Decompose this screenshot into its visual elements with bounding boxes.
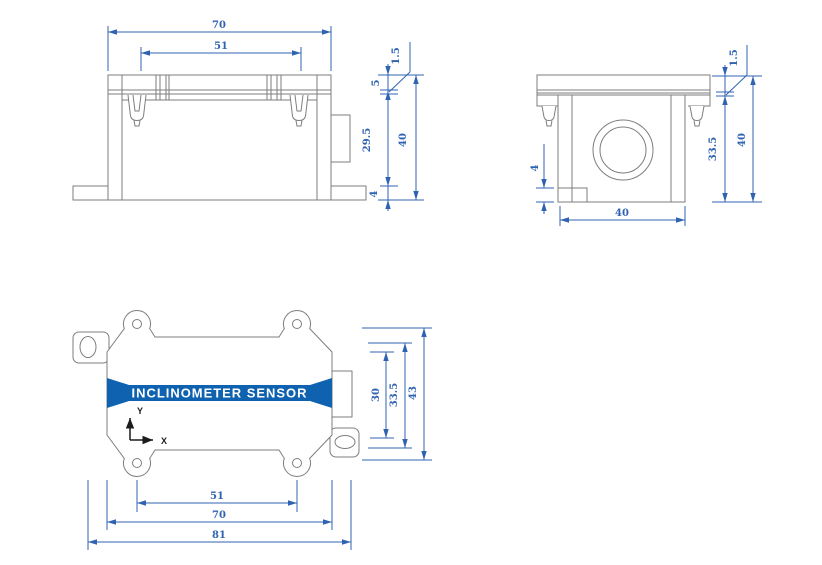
dim-label-top-body-length: 70 [212,510,226,521]
dim-label-top-overall-length: 81 [212,530,226,541]
dim-front-height-column: 1.5 5 29.5 4 40 [362,42,424,211]
dim-top-hole-span: 51 [136,480,298,512]
dim-label-side-width: 40 [615,208,629,219]
dim-label-front-foot-height: 4 [369,190,380,197]
dim-side-height-column: 1.5 33.5 40 [708,45,762,203]
side-lug-right [688,95,711,107]
front-clip-left [127,94,147,127]
dim-label-side-overall-height: 40 [737,133,748,147]
dim-top-body-length: 70 [106,480,333,530]
product-label: INCLINOMETER SENSOR [132,386,308,401]
dim-label-front-lid-height: 5 [371,79,382,86]
top-mount-hole-tr [292,319,302,329]
dim-label-front-overall-height: 40 [398,133,409,147]
axis-x-label: X [161,436,167,446]
dim-top-height-column: 30 33.5 43 [362,327,432,461]
top-view-part: INCLINOMETER SENSOR Y X [72,310,360,477]
front-clip-right [289,94,309,127]
side-hook-left [541,105,557,127]
dim-label-front-body-height: 29.5 [362,128,373,152]
top-mount-hole-tl [132,319,142,329]
top-mount-hole-bl [132,458,142,468]
dim-label-side-inner-height: 33.5 [708,137,719,161]
dim-top-overall-length: 81 [87,480,352,550]
top-ear-right [329,427,360,458]
top-connector [330,370,353,418]
side-lug-left [536,95,558,107]
front-view: 70 51 1.5 [72,20,424,211]
top-view-dimensions: 51 70 81 [87,327,432,550]
dim-side-width: 40 [559,206,686,226]
top-ear-right-hole [334,435,356,449]
front-latch-tab-left [155,75,170,100]
top-ear-left [72,331,110,364]
side-view-dimensions: 1.5 33.5 40 4 40 [530,45,762,226]
dim-label-front-latch-span: 51 [214,41,228,52]
top-label-band [107,378,332,408]
dim-label-top-hole-span: 51 [210,491,224,502]
front-foot-left [72,185,109,201]
side-gland-hole-outer [592,119,654,181]
front-connector [329,114,351,163]
dim-label-front-lip: 1.5 [391,47,402,64]
dim-label-side-foot-height: 4 [530,164,541,171]
side-hook-right [689,105,705,127]
dim-side-foot: 4 [530,144,554,214]
side-gland-hole-inner [599,126,647,174]
dim-label-top-mid-span: 33.5 [389,383,400,407]
side-body [557,94,686,203]
dim-front-top-width: 70 [107,20,332,71]
top-mount-hole-br [292,458,302,468]
front-view-part [72,74,367,201]
dim-front-latch-span: 51 [140,41,302,71]
axis-y-label: Y [137,406,143,416]
dim-label-front-top-width: 70 [212,20,226,31]
side-foot-step [558,187,588,202]
front-view-dimensions: 70 51 1.5 [107,20,424,211]
dim-label-top-overall-span: 43 [408,386,419,400]
dim-label-top-inner-span: 30 [371,388,382,402]
top-view: INCLINOMETER SENSOR Y X 51 70 [72,310,432,550]
axis-indicator: Y X [125,406,167,446]
top-ear-left-hole [79,336,97,358]
front-foot-right [330,185,367,201]
front-latch-tab-right [266,75,282,100]
side-view: 1.5 33.5 40 4 40 [530,45,762,226]
side-view-part [536,74,711,203]
dim-label-side-lip: 1.5 [729,49,740,66]
side-lid [536,74,711,96]
